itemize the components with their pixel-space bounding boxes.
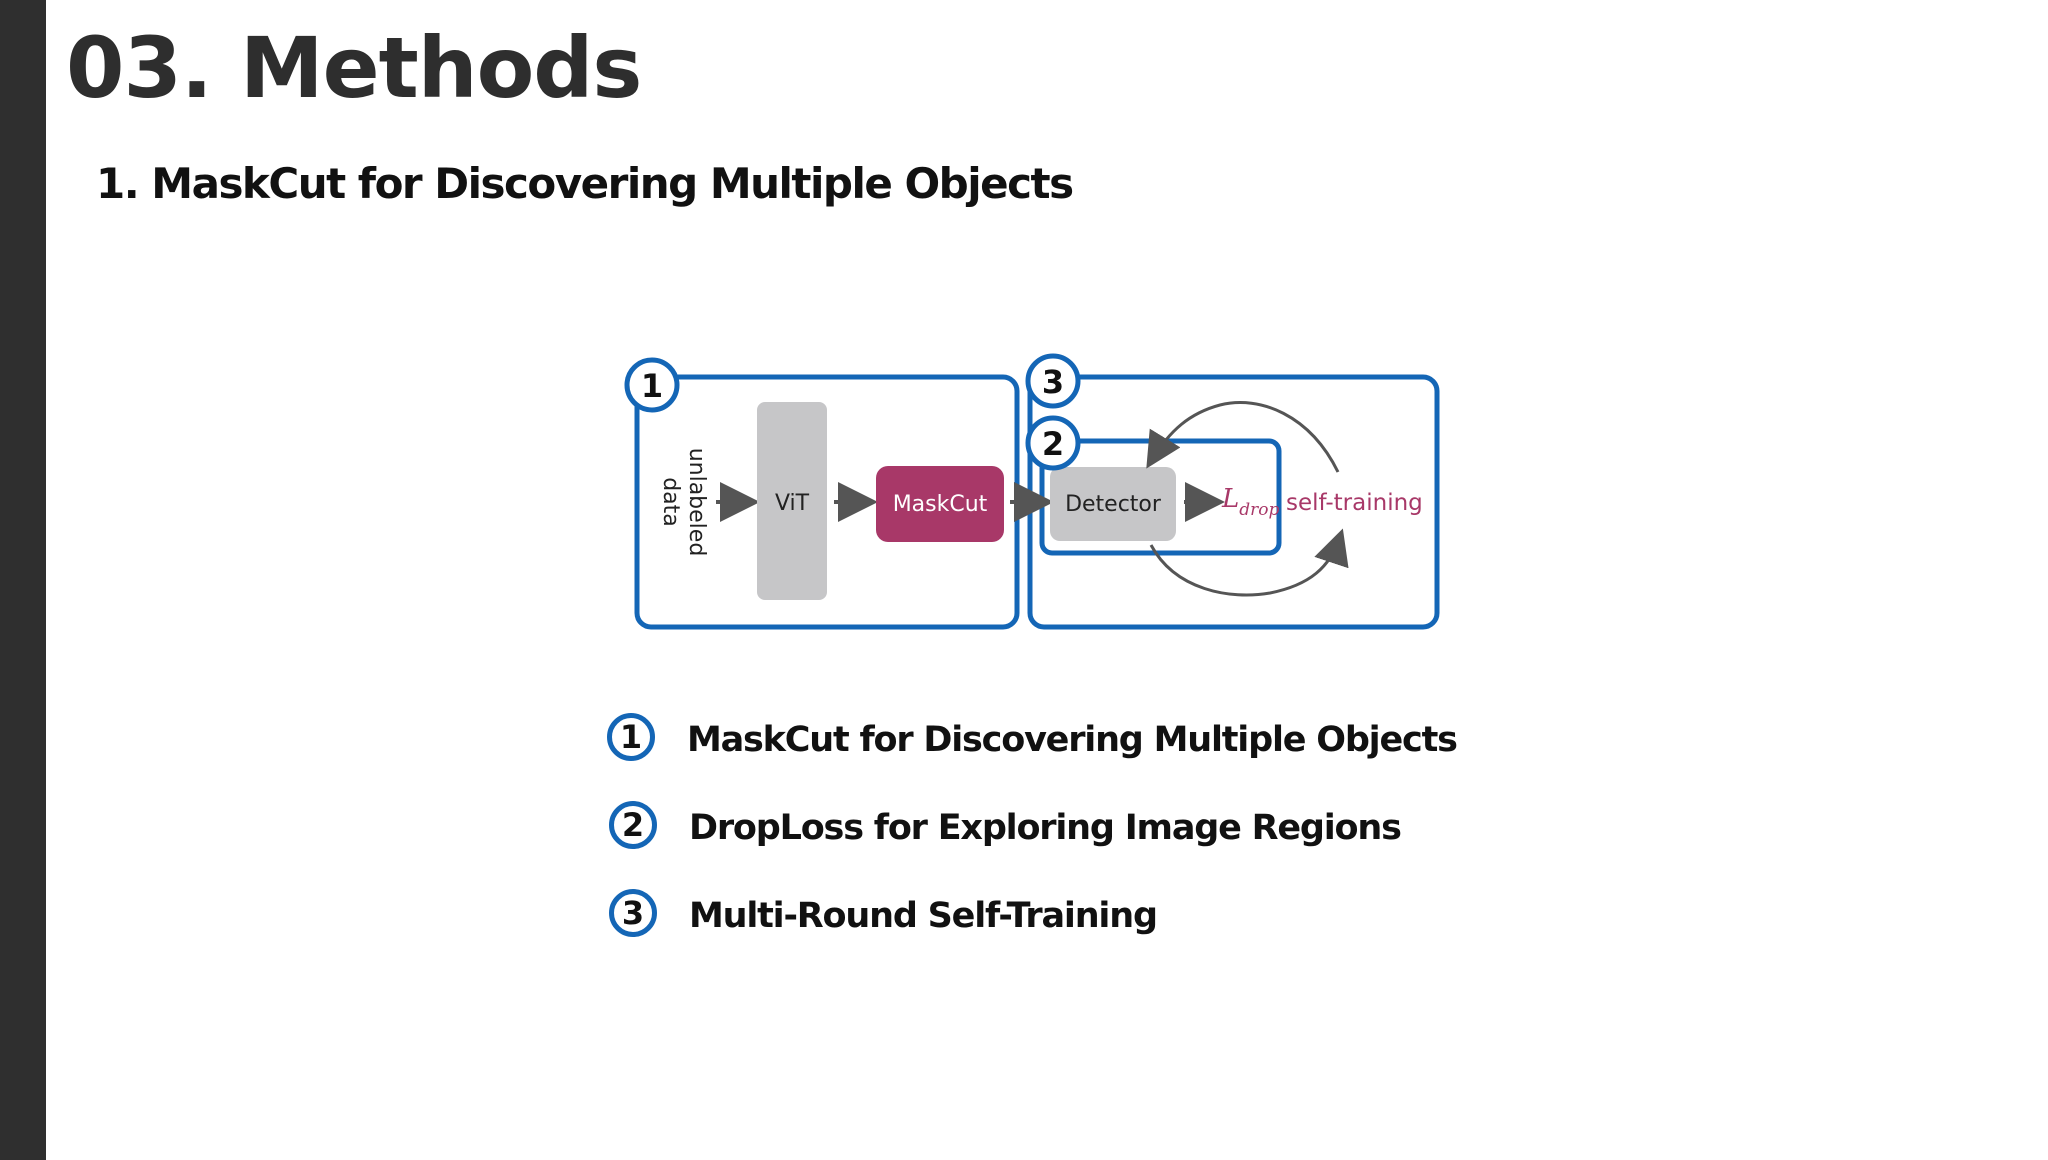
svg-text:3: 3 — [1042, 363, 1064, 401]
unlabeled-data-label: unlabeled data — [658, 448, 709, 557]
loss-symbol: Ldrop — [1221, 484, 1280, 520]
self-training-loop-bottom-arrow — [1149, 528, 1349, 597]
legend-number-1: 1 — [607, 713, 655, 761]
vit-label: ViT — [775, 491, 810, 516]
svg-text:1: 1 — [641, 367, 663, 405]
legend-item-droploss: 2 DropLoss for Exploring Image Regions — [600, 798, 1500, 858]
badge-3: 3 — [1025, 353, 1081, 409]
slide-title: 03. Methods — [66, 19, 642, 117]
svg-text:data: data — [658, 477, 683, 527]
slide-subtitle: 1. MaskCut for Discovering Multiple Obje… — [96, 159, 1074, 208]
badge-2: 2 — [1025, 415, 1081, 471]
legend-item-self-training: 3 Multi-Round Self-Training — [600, 886, 1500, 946]
method-pipeline-diagram: unlabeled data ViT MaskCut Detector Ldro… — [624, 353, 1440, 630]
self-training-loop-top-arrow — [1146, 401, 1340, 473]
legend-text-3: Multi-Round Self-Training — [689, 896, 1158, 936]
maskcut-block — [876, 466, 1004, 542]
legend-text-1: MaskCut for Discovering Multiple Objects — [687, 720, 1458, 760]
left-accent-bar — [0, 0, 46, 1160]
badge-1: 1 — [624, 357, 680, 413]
detector-block — [1050, 467, 1176, 541]
detector-label: Detector — [1065, 492, 1162, 517]
svg-text:unlabeled: unlabeled — [684, 448, 709, 557]
legend-item-maskcut: 1 MaskCut for Discovering Multiple Objec… — [600, 710, 1500, 770]
self-training-label: self-training — [1286, 490, 1423, 516]
vit-block — [757, 402, 827, 600]
legend-number-2: 2 — [609, 801, 657, 849]
svg-text:2: 2 — [1042, 425, 1064, 463]
legend-number-3: 3 — [609, 889, 657, 937]
maskcut-label: MaskCut — [893, 492, 988, 517]
legend-text-2: DropLoss for Exploring Image Regions — [689, 808, 1402, 848]
